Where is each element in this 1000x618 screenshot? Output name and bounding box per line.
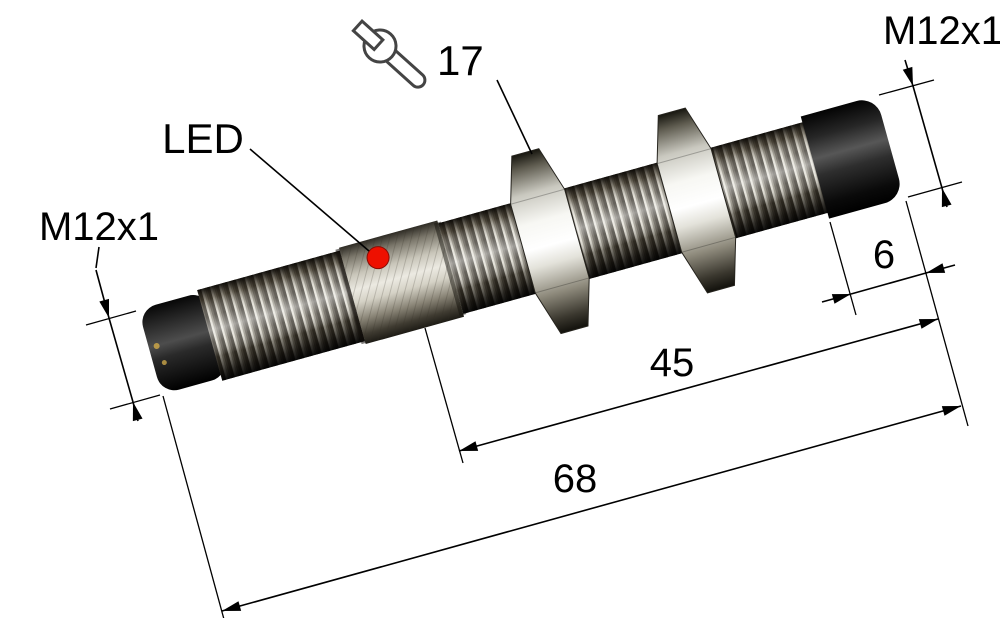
- dim-6-ext-right-shared: [905, 200, 969, 427]
- thread-section-long-shading: [438, 121, 832, 314]
- dim-thread-right-ext-bottom: [907, 181, 963, 198]
- hex-nut-1-chamfer-lines: [510, 188, 590, 294]
- dim-6: 6: [821, 200, 969, 427]
- wrench-jaw-notch: [351, 18, 385, 52]
- wrench-leader-line: [496, 79, 533, 155]
- dim-6-arrow-right: [925, 263, 956, 274]
- wrench-size-label: 17: [437, 37, 484, 84]
- thread-right-label: M12x1: [883, 9, 1000, 53]
- thread-section-front-shading: [197, 250, 365, 381]
- dim-thread-left-ext-top: [85, 310, 137, 326]
- wrench-icon: [351, 18, 427, 89]
- dim-thread-left-leader: [95, 246, 100, 269]
- sensor-body: [142, 100, 900, 391]
- hex-nut-2-silhouette: [656, 107, 737, 294]
- led-label: LED: [162, 115, 244, 162]
- face-glint: [153, 343, 160, 350]
- thread-left-label: M12x1: [39, 205, 159, 249]
- annotations: LED 17 M12x1 M12x1: [39, 9, 1000, 618]
- face-glint: [161, 360, 167, 366]
- dim-6-ext-left: [829, 221, 857, 316]
- dim-45-ext-left: [424, 327, 464, 464]
- sensing-face: [142, 295, 226, 391]
- dim-thread-left-arrow-top: [95, 269, 110, 319]
- connector-end: [800, 100, 900, 219]
- dim-thread-left-line: [108, 317, 134, 403]
- hex-nut-2: [656, 107, 737, 294]
- dim-68-ext-left: [162, 395, 225, 618]
- dim-thread-right-line: [912, 85, 943, 189]
- hex-nut-1-silhouette: [510, 148, 590, 335]
- led-indicator: [366, 246, 390, 270]
- dim-thread-left-arrow-bottom: [132, 401, 143, 422]
- dim-68-line: [221, 405, 962, 612]
- dim-thread-left: M12x1: [39, 205, 161, 422]
- dim-45: 45: [424, 318, 939, 464]
- dim-thread-right-arrow-top: [902, 59, 914, 87]
- dim-68: 68: [162, 395, 962, 618]
- hex-nut-2-chamfer-lines: [656, 148, 736, 253]
- hex-nut-1: [510, 148, 590, 335]
- dim-6-label: 6: [873, 233, 895, 277]
- dim-6-line: [850, 272, 927, 295]
- dim-thread-right: M12x1: [878, 9, 1000, 208]
- dim-68-label: 68: [553, 457, 598, 501]
- dim-thread-right-arrow-bottom: [941, 187, 952, 208]
- dim-45-line: [458, 318, 939, 452]
- dim-thread-right-ext-top: [878, 79, 935, 96]
- led-leader-line: [249, 148, 370, 252]
- dim-6-arrow-left: [821, 293, 852, 304]
- dim-45-label: 45: [650, 341, 695, 385]
